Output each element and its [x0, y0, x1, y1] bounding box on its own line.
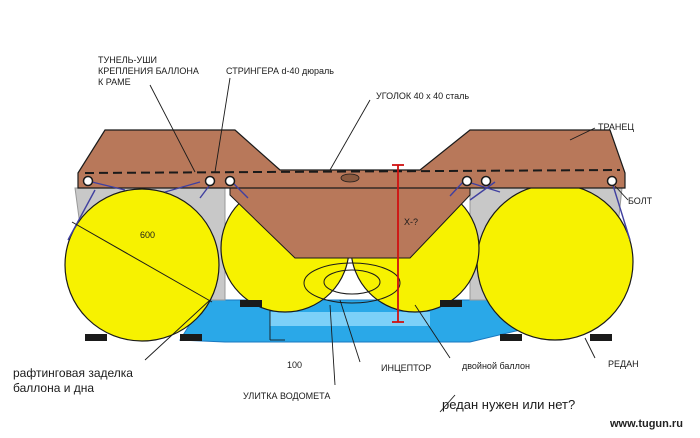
- tube-right: [476, 183, 634, 341]
- intake-ellipse-inner: [323, 269, 381, 295]
- watermark: www.tugun.ru: [610, 418, 683, 430]
- label-rafting-line1: рафтинговая заделка: [13, 366, 133, 380]
- label-rafting-line2: баллона и дна: [13, 381, 95, 395]
- angle-dashed-line: [84, 169, 621, 174]
- leader-lines: [144, 77, 629, 413]
- label-bolt: БОЛТ: [628, 196, 653, 206]
- label-intake: ИНЦЕПТОР: [381, 363, 432, 373]
- dim-x-label: Х-?: [404, 217, 418, 227]
- label-question: редан нужен или нет?: [442, 397, 576, 412]
- label-transom: ТРАНЕЦ: [598, 122, 635, 132]
- label-angle: УГОЛОК 40 х 40 сталь: [376, 91, 470, 101]
- label-tunnel-line3: К РАМЕ: [98, 77, 131, 87]
- dim-600-line: [71, 221, 213, 303]
- hull-bottom-strip: [270, 312, 430, 326]
- label-snail: УЛИТКА ВОДОМЕТА: [243, 391, 331, 401]
- label-step: РЕДАН: [608, 359, 639, 369]
- transom-deck: [77, 129, 626, 189]
- bolts: [82, 175, 618, 187]
- bottom-pads: [85, 300, 612, 341]
- label-100: 100: [287, 360, 303, 370]
- label-double-tube: двойной баллон: [462, 361, 531, 371]
- label-stringers: СТРИНГЕРА d-40 дюраль: [226, 66, 334, 76]
- stringer-lines: [67, 181, 631, 241]
- label-tunnel-line2: КРЕПЛЕНИЯ БАЛЛОНА: [98, 66, 199, 76]
- label-rafting: рафтинговая заделка баллона и дна: [13, 366, 133, 396]
- dim-600-label: 600: [140, 230, 155, 240]
- intake-ellipse-outer: [303, 262, 401, 304]
- label-tunnel-line1: ТУНЕЛЬ-УШИ: [98, 55, 157, 65]
- angle-blob: [340, 173, 360, 183]
- label-tunnel: ТУНЕЛЬ-УШИ КРЕПЛЕНИЯ БАЛЛОНА К РАМЕ: [98, 55, 199, 88]
- tube-left: [64, 188, 220, 342]
